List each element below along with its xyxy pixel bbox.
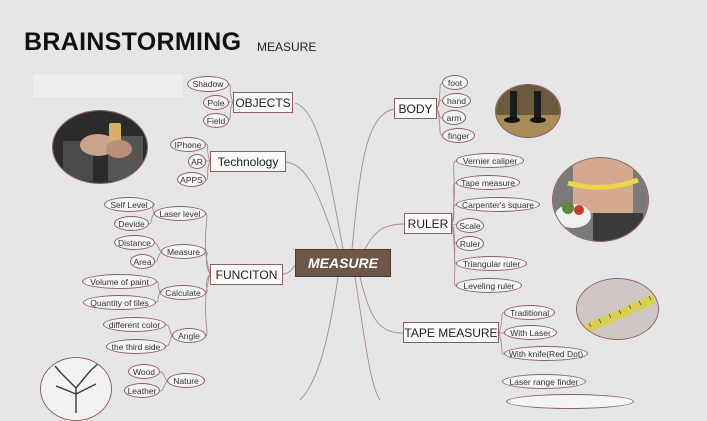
leaf-scale[interactable]: Scale <box>456 218 484 233</box>
node-nature[interactable]: Nature <box>167 373 205 388</box>
leaf-different-color[interactable]: different color <box>103 317 166 332</box>
leaf-distance[interactable]: Distance <box>114 235 155 250</box>
leaf-the-third-side[interactable]: the third side <box>106 339 166 354</box>
node-tape-measure[interactable]: TAPE MEASURE <box>403 322 499 343</box>
photo-tree-roots <box>40 357 112 421</box>
photo-waist-measure <box>552 157 649 242</box>
node-angle[interactable]: Angle <box>172 328 206 343</box>
leaf-ruler[interactable]: Ruler <box>456 236 484 251</box>
leaf-quantity-of-tiles[interactable]: Quantity of tiles <box>83 295 156 310</box>
node-objects[interactable]: OBJECTS <box>233 92 293 113</box>
node-laser-level[interactable]: Laser level <box>154 206 206 221</box>
leaf-apps[interactable]: APPS <box>177 172 206 187</box>
mind-map-connectors <box>148 82 505 400</box>
leaf-pole[interactable]: Pole <box>203 95 229 110</box>
leaf-laser-range-finder[interactable]: Laser range finder <box>502 374 586 389</box>
node-funciton[interactable]: FUNCITON <box>210 264 283 285</box>
leaf-triangular-ruler[interactable]: Triangular ruler <box>456 256 527 271</box>
leaf-area[interactable]: Area <box>130 254 155 269</box>
leaf-partial-bottom <box>506 394 634 409</box>
leaf-traditional[interactable]: Traditional <box>504 305 555 320</box>
leaf-field[interactable]: Field <box>203 113 229 128</box>
leaf-self-level[interactable]: Self Level <box>104 197 154 212</box>
leaf-volume-of-paint[interactable]: Volume of paint <box>82 274 157 289</box>
leaf-finger[interactable]: finger <box>442 128 475 143</box>
node-body[interactable]: BODY <box>394 98 437 119</box>
node-technology[interactable]: Technology <box>210 151 286 172</box>
leaf-iphone[interactable]: IPhone <box>170 137 206 152</box>
leaf-wood[interactable]: Wood <box>128 364 160 379</box>
page-subtitle: MEASURE <box>257 40 317 54</box>
leaf-leveling-ruler[interactable]: Leveling ruler <box>456 278 522 293</box>
leaf-vernier-caliper[interactable]: Vernier caliper <box>456 153 524 168</box>
leaf-shadow[interactable]: Shadow <box>187 76 229 92</box>
photo-tape-measure <box>576 278 659 340</box>
leaf-with-laser[interactable]: With Laser <box>504 325 557 340</box>
node-measure-group[interactable]: Measure <box>161 244 206 259</box>
node-ruler[interactable]: RULER <box>404 213 452 234</box>
photo-hands-phone <box>52 110 148 184</box>
leaf-carpenters-square[interactable]: Carpenter's square <box>456 197 540 212</box>
page-title: BRAINSTORMING <box>24 28 242 56</box>
node-calculate[interactable]: Calculate <box>160 285 206 300</box>
central-node-measure[interactable]: MEASURE <box>295 249 391 277</box>
decorative-strip <box>33 75 183 97</box>
photo-feet <box>495 84 561 138</box>
leaf-arm[interactable]: arm <box>442 110 466 125</box>
leaf-ar[interactable]: AR <box>188 154 206 169</box>
leaf-foot[interactable]: foot <box>442 75 468 90</box>
leaf-devide[interactable]: Devide <box>114 216 149 231</box>
leaf-tape-measure[interactable]: Tape measure <box>456 175 520 190</box>
leaf-with-knife-red-dot[interactable]: With knife(Red Dot) <box>504 346 588 361</box>
leaf-leather[interactable]: Leather <box>124 383 160 398</box>
leaf-hand[interactable]: hand <box>442 93 471 108</box>
